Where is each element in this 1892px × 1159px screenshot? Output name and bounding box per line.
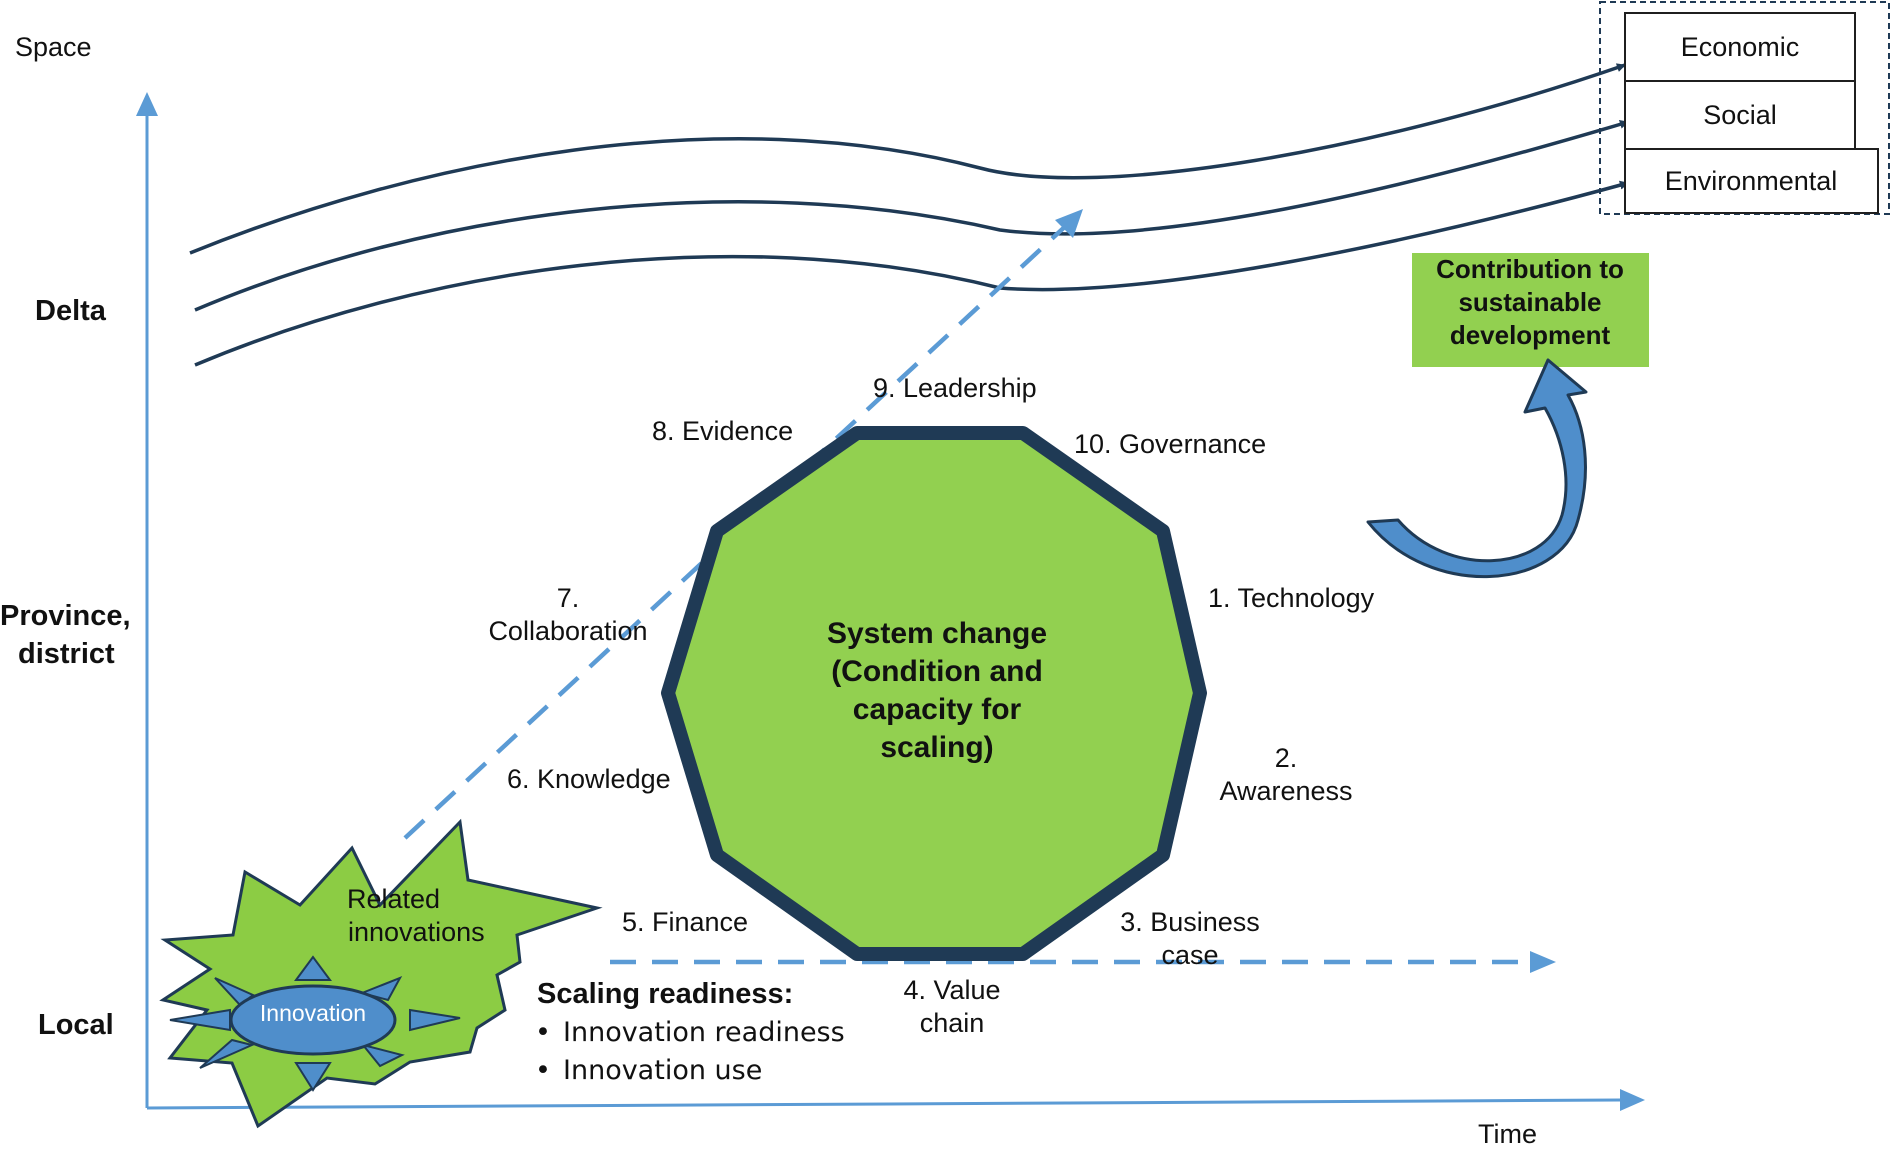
x-axis-title: Time	[1478, 1119, 1537, 1149]
system-change-label: System change (Condition and capacity fo…	[827, 617, 1047, 764]
level-local: Local	[38, 1009, 114, 1041]
innovation-core-label: Innovation	[260, 1000, 366, 1026]
spike-bottom-right	[360, 1043, 405, 1068]
scaling-readiness-title: Scaling readiness:	[537, 978, 793, 1010]
pathway-environmental	[194, 180, 1629, 367]
impact-pathways	[189, 63, 1629, 367]
innovation-spike-triangles	[169, 955, 461, 1092]
outcome-environmental: Environmental	[1624, 148, 1879, 214]
condition-awareness-number: 2.	[1275, 743, 1298, 773]
related-innovations-line1: Related	[347, 884, 440, 914]
innovation-core-ellipse	[229, 984, 397, 1056]
scaling-horizontal-path	[610, 951, 1556, 973]
scaling-readiness: Scaling readiness: • Innovation readines…	[535, 978, 845, 1086]
outcome-social: Social	[1624, 80, 1856, 150]
x-axis-arrowhead	[1620, 1089, 1645, 1111]
system-change-line4: scaling)	[880, 731, 993, 764]
condition-collaboration-number: 7.	[557, 583, 580, 613]
outcome-environmental-label: Environmental	[1665, 166, 1838, 196]
contribution-box: Contribution to sustainable development	[1412, 253, 1649, 367]
scaling-readiness-bullet-1: •	[535, 1017, 551, 1048]
scaling-readiness-bullet-2: •	[535, 1055, 551, 1086]
pathway-economic	[189, 63, 1626, 255]
curved-arrow	[1366, 358, 1588, 578]
outcome-economic-label: Economic	[1681, 32, 1800, 62]
level-province-line1: Province,	[0, 600, 131, 632]
condition-evidence: 8. Evidence	[652, 416, 793, 446]
outcome-social-label: Social	[1703, 100, 1777, 130]
y-axis-arrowhead	[136, 92, 158, 116]
system-change-line1: System change	[827, 617, 1047, 650]
diagonal-arrowhead	[1055, 209, 1083, 238]
pathway-social	[194, 120, 1629, 312]
condition-business-case-line1: 3. Business	[1120, 907, 1260, 937]
condition-governance: 10. Governance	[1074, 429, 1266, 459]
system-change-line2: (Condition and	[831, 655, 1043, 688]
horizontal-arrowhead	[1530, 951, 1556, 973]
spike-top-left	[294, 955, 332, 981]
related-innovations-line2: innovations	[348, 917, 485, 947]
condition-knowledge: 6. Knowledge	[507, 764, 671, 794]
condition-business-case-line2: case	[1161, 940, 1218, 970]
condition-awareness: Awareness	[1219, 776, 1352, 806]
scaling-readiness-item-2: Innovation use	[563, 1055, 762, 1086]
condition-value-chain-line2: chain	[920, 1008, 985, 1038]
condition-collaboration: Collaboration	[488, 616, 647, 646]
contribution-line1: Contribution to	[1436, 254, 1624, 284]
system-change-line3: capacity for	[853, 693, 1022, 726]
level-province-line2: district	[18, 638, 115, 670]
outcome-economic: Economic	[1624, 12, 1856, 82]
contribution-line3: development	[1450, 320, 1611, 350]
spike-bottom-left	[199, 1038, 256, 1069]
scaling-readiness-item-1: Innovation readiness	[563, 1017, 845, 1048]
contribution-line2: sustainable	[1458, 287, 1601, 317]
system-change-decagon	[661, 426, 1207, 961]
y-axis	[136, 92, 158, 1108]
x-axis	[146, 1089, 1645, 1111]
condition-leadership: 9. Leadership	[873, 373, 1037, 403]
y-axis-title: Space	[15, 32, 92, 62]
spike-right	[409, 1008, 461, 1032]
scaling-conditions: 1. Technology 2. Awareness 3. Business c…	[488, 373, 1374, 1038]
condition-finance: 5. Finance	[622, 907, 748, 937]
related-innovations-starburst	[159, 818, 603, 1129]
spike-bottom	[294, 1062, 332, 1092]
level-delta: Delta	[35, 295, 107, 327]
condition-technology: 1. Technology	[1208, 583, 1375, 613]
scaling-diagonal-path	[403, 209, 1083, 840]
condition-value-chain-line1: 4. Value	[903, 975, 1000, 1005]
